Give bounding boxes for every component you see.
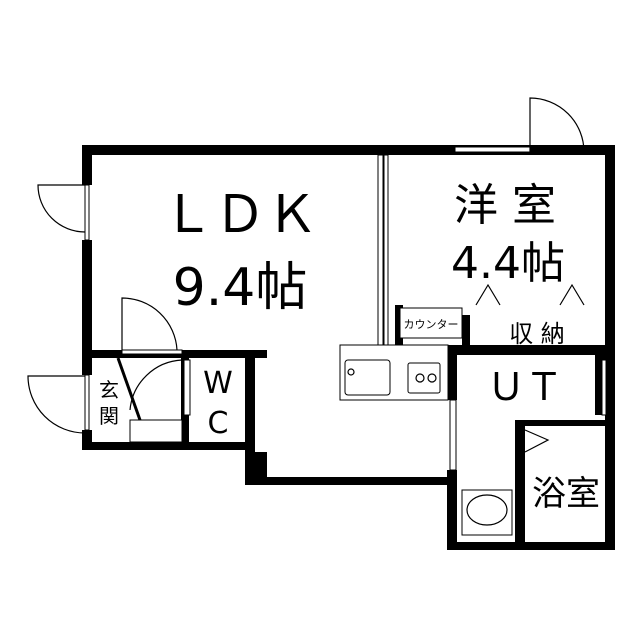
bath-label: 浴室 [532, 474, 600, 514]
counter-label: カウンター [404, 318, 459, 331]
ps-label-p: P [268, 458, 274, 468]
doors-windows [27, 97, 607, 471]
ldk-size: 9.4帖 [173, 258, 308, 318]
western-room-label: 洋 室 [454, 180, 556, 231]
washbasin [461, 489, 513, 536]
ldk-label: ＬＤＫ [162, 185, 318, 245]
western-room-size: 4.4帖 [451, 238, 565, 289]
wc-label-w: W [203, 366, 233, 401]
ut-label: ＵＴ [487, 365, 563, 409]
entrance-label-2: 関 [99, 404, 119, 428]
entrance-label-1: 玄 [99, 378, 119, 402]
kitchen-counter [339, 344, 449, 401]
ps-label-s: S [268, 470, 274, 480]
wc-label-c: C [208, 406, 229, 441]
storage-label: 収 納 [509, 320, 565, 348]
